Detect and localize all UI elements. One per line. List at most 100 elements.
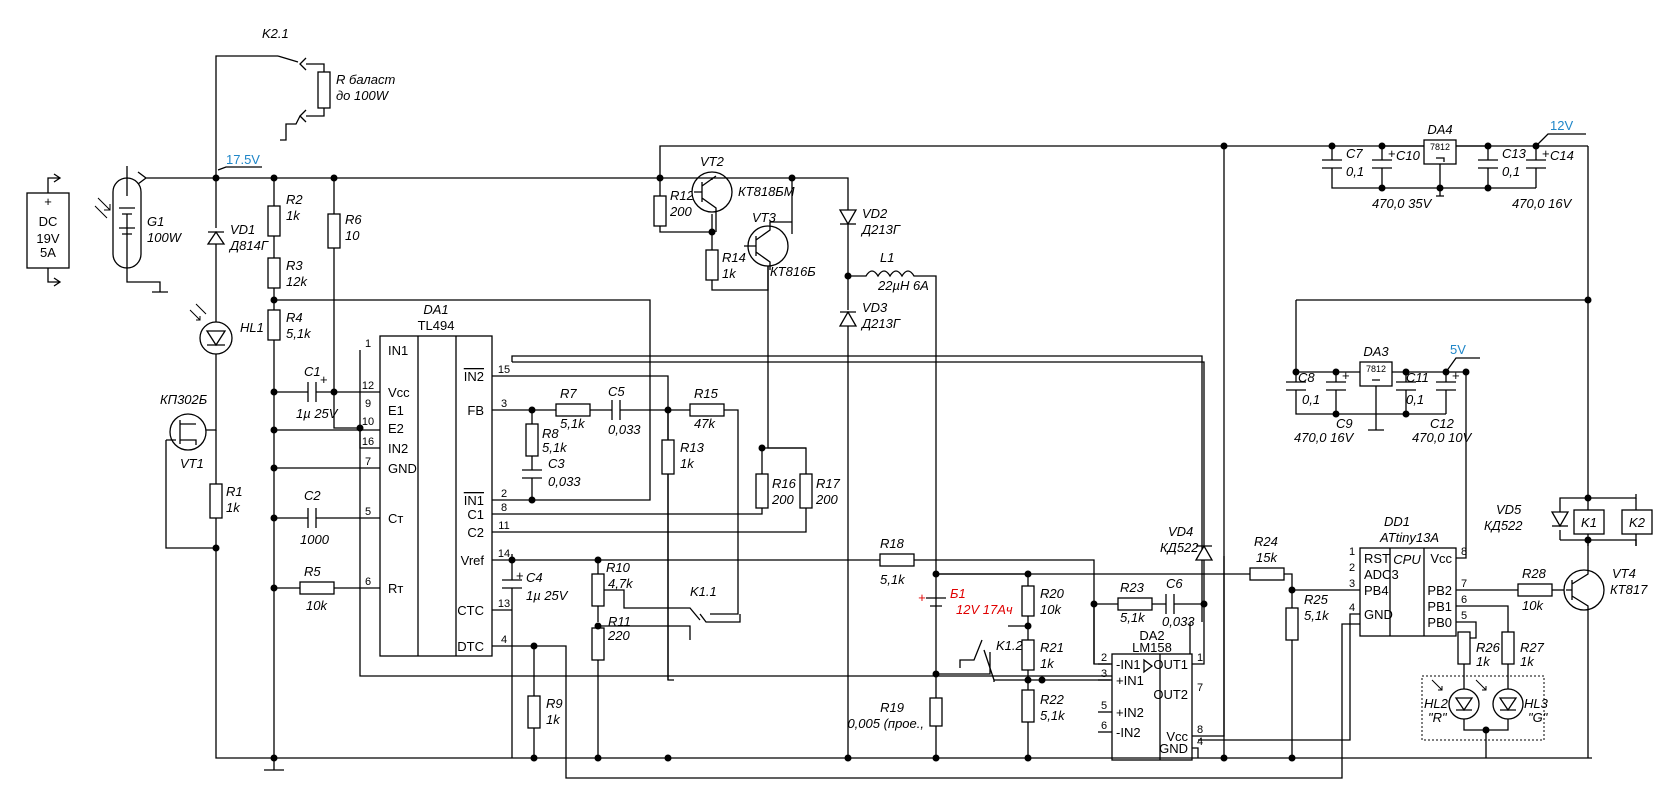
tl494-pin-number: 4 <box>501 634 507 646</box>
c4: + C4 1µ 25V <box>502 566 569 758</box>
tl494-pin-number: 6 <box>365 576 371 588</box>
r22-ref: R22 <box>1040 692 1065 707</box>
r5: R5 10k <box>270 564 380 613</box>
da3-ref: DA3 <box>1363 344 1389 359</box>
attiny-pin-name: PB2 <box>1427 583 1452 598</box>
r25-ref: R25 <box>1304 592 1329 607</box>
c8-ref: C8 <box>1298 370 1315 385</box>
svg-text:+: + <box>1388 146 1396 161</box>
r17-value: 200 <box>815 492 838 507</box>
hl3-value: "G" <box>1528 710 1549 725</box>
r3-value: 12k <box>286 274 308 289</box>
r10-r11: R10 4,7k R11 220 K1.1 <box>591 560 741 762</box>
r6-ref: R6 <box>345 212 362 227</box>
r24-value: 15k <box>1256 550 1278 565</box>
hl2-value: "R" <box>1428 710 1448 725</box>
tl494-pin-name: DTC <box>457 639 484 654</box>
vt2-ref: VT2 <box>700 154 725 169</box>
dc-source: + DC 19V 5A <box>26 173 70 287</box>
lm158-pin-name: GND <box>1159 741 1188 756</box>
da2-lm158: DA2 LM158 <box>1111 628 1193 761</box>
r14-value: 1k <box>722 266 737 281</box>
da2-value: LM158 <box>1132 640 1172 655</box>
svg-text:+: + <box>1542 146 1550 161</box>
r13-ref: R13 <box>680 440 705 455</box>
r1-ref: R1 <box>226 484 243 499</box>
da1-ref: DA1 <box>423 302 448 317</box>
r8: R8 5,1k C3 0,033 <box>522 410 581 500</box>
r1-value: 1k <box>226 500 241 515</box>
dd1-value: ATtiny13A <box>1379 530 1439 545</box>
tl494-pin-number: 12 <box>362 380 374 392</box>
r23-value: 5,1k <box>1120 610 1146 625</box>
lm158-pin-name: OUT1 <box>1153 657 1188 672</box>
r12-value: 200 <box>669 204 692 219</box>
c3-ref: C3 <box>548 456 565 471</box>
r16-value: 200 <box>771 492 794 507</box>
tl494-pin-number: 14 <box>498 548 510 560</box>
tl494-pin-number: 15 <box>498 364 510 376</box>
c5-ref: C5 <box>608 384 625 399</box>
tl494-pin-name: IN1 <box>388 343 408 358</box>
rail-12v-label: 12V <box>1550 118 1573 133</box>
c1-ref: C1 <box>304 364 321 379</box>
vt2-vt3: R12 200 VT2 КТ818БМ VT3 КТ816Б R14 1k <box>653 154 816 449</box>
dc-title: DC <box>39 214 58 229</box>
wire-top-12v-link <box>659 145 1224 178</box>
b1-battery: + Б1 12V 17Ач R19 0,005 (прое., <box>847 570 1013 762</box>
r23-ref: R23 <box>1120 580 1145 595</box>
vd1-ref: VD1 <box>230 222 255 237</box>
r5-value: 10k <box>306 598 328 613</box>
attiny-pin-number: 8 <box>1461 546 1467 558</box>
r7-ref: R7 <box>560 386 577 401</box>
attiny-pin-name: GND <box>1364 607 1393 622</box>
r7-value: 5,1k <box>560 416 586 431</box>
r2-value: 1k <box>286 208 301 223</box>
r11-ref: R11 <box>608 614 631 629</box>
tl494-pin-name: IN1 <box>464 493 484 508</box>
cap470-35: 470,0 35V <box>1372 196 1433 211</box>
r28-value: 10k <box>1522 598 1544 613</box>
vt4-value: КТ817 <box>1610 582 1648 597</box>
hl3-ref: HL3 <box>1524 696 1549 711</box>
svg-text:+: + <box>1452 368 1460 383</box>
da3-mark: 7812 <box>1366 364 1386 374</box>
g1-generator: G1 100W <box>94 166 183 293</box>
k12-ref: K1.2 <box>996 638 1024 653</box>
dd1-cpu: CPU <box>1393 552 1421 567</box>
r28-ref: R28 <box>1522 566 1547 581</box>
tl494-pin-name: IN2 <box>464 369 484 384</box>
attiny-pin-number: 3 <box>1349 578 1355 590</box>
da4-ref: DA4 <box>1427 122 1452 137</box>
vt3-value: КТ816Б <box>770 264 816 279</box>
dc-voltage: 19V <box>36 231 59 246</box>
r10-ref: R10 <box>606 560 631 575</box>
r20-ref: R20 <box>1040 586 1065 601</box>
r5-ref: R5 <box>304 564 321 579</box>
r26-value: 1k <box>1476 654 1491 669</box>
lm158-pin-number: 4 <box>1197 736 1203 748</box>
tl494-pin-name: Vcc <box>388 385 410 400</box>
r17-ref: R17 <box>816 476 841 491</box>
vd4-value: КД522 <box>1160 540 1199 555</box>
r26-r27-leds: R26 1k R27 1k HL2 "R" HL3 "G" <box>1421 605 1549 758</box>
b1-ref: Б1 <box>950 586 966 601</box>
vd1-hl1-vt1: VD1 Д814Г HL1 КП302Б VT1 R1 1k <box>160 178 269 552</box>
vd4-ref: VD4 <box>1168 524 1193 539</box>
vd2-ref: VD2 <box>862 206 888 221</box>
r26-ref: R26 <box>1476 640 1501 655</box>
g1-value: 100W <box>147 230 183 245</box>
vd2-value: Д213Г <box>860 222 901 237</box>
r9: R9 1k <box>527 695 563 762</box>
tl494-pin-name: Rт <box>388 581 403 596</box>
c11-ref: C11 <box>1406 370 1429 385</box>
c2-value: 1000 <box>300 532 330 547</box>
lm158-pin-number: 1 <box>1197 652 1203 664</box>
vt1-ref: VT1 <box>180 456 204 471</box>
r27-value: 1k <box>1520 654 1535 669</box>
rbal-value: до 100W <box>336 88 390 103</box>
attiny-pin-number: 7 <box>1461 578 1467 590</box>
r6-value: 10 <box>345 228 360 243</box>
